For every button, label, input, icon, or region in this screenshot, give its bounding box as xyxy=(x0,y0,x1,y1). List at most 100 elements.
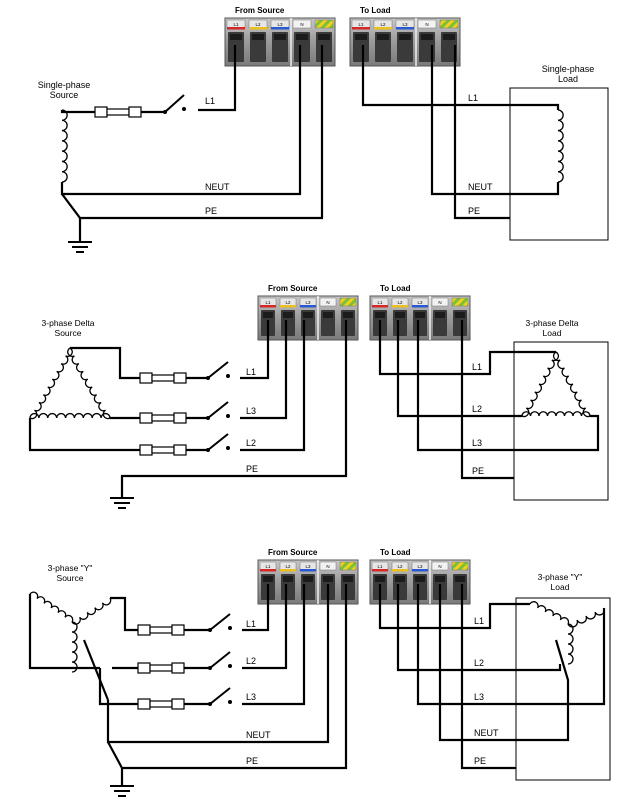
terminal-tag-label: L3 xyxy=(305,564,311,569)
terminal-tag-label: L1 xyxy=(265,564,271,569)
wire-l3 xyxy=(242,584,306,706)
terminal-screw xyxy=(323,576,333,582)
terminal-color-band xyxy=(412,305,428,308)
fuse xyxy=(137,698,185,710)
wire-load-l3 xyxy=(416,584,606,706)
fuse xyxy=(137,662,185,674)
terminal-tag-label: N xyxy=(326,300,329,305)
ground-symbol xyxy=(110,785,134,797)
terminal-tag xyxy=(314,19,334,29)
coil-winding xyxy=(29,347,73,420)
wire-l1 xyxy=(242,584,270,632)
terminal-color-band xyxy=(227,27,245,30)
terminal-tag-label: L3 xyxy=(402,22,408,27)
wire-label-neut: NEUT xyxy=(468,182,493,192)
wire-load-l1 xyxy=(378,584,530,630)
load-enclosure xyxy=(515,597,611,781)
fuse-cap xyxy=(94,106,108,118)
ground-symbol xyxy=(68,241,92,253)
terminal-tag xyxy=(451,561,469,571)
wire-pe xyxy=(107,584,348,770)
wire-label-l3: L3 xyxy=(246,406,256,416)
terminal-screw xyxy=(395,312,405,318)
terminal-tag-label: N xyxy=(326,564,329,569)
terminal-tag xyxy=(439,19,459,29)
terminal-tag-label: L2 xyxy=(285,300,291,305)
terminal-tag-label: L3 xyxy=(277,22,283,27)
terminal-color-band xyxy=(396,27,414,30)
switch xyxy=(206,361,230,380)
terminal-tag-label: L2 xyxy=(380,22,386,27)
terminal-color-band xyxy=(260,569,276,572)
terminal-tag-label: N xyxy=(300,22,303,27)
terminal-tag xyxy=(319,297,337,307)
wye-winding-load xyxy=(529,601,606,665)
switch-blade xyxy=(207,361,229,379)
wire-label-pe: PE xyxy=(205,206,217,216)
wire-neut xyxy=(106,584,330,744)
wire-l2 xyxy=(240,320,306,452)
fuse xyxy=(94,106,142,118)
fuse-cap xyxy=(171,698,185,710)
terminal-color-band xyxy=(280,305,296,308)
coil-winding xyxy=(67,347,111,420)
wire-l3 xyxy=(240,320,288,420)
terminal-tag-label: L3 xyxy=(305,300,311,305)
terminal-color-band xyxy=(374,27,392,30)
wire-label-neut: NEUT xyxy=(205,182,230,192)
coil-winding xyxy=(71,621,78,673)
switch xyxy=(206,433,230,452)
source-label: Source xyxy=(50,90,79,100)
fuse-cap xyxy=(173,412,187,424)
terminal-screw xyxy=(318,34,330,40)
switch-contact xyxy=(228,700,232,704)
fuse xyxy=(139,372,187,384)
coil-winding xyxy=(567,607,606,628)
terminal-tag-label: L1 xyxy=(233,22,239,27)
wire-label-l3: L3 xyxy=(474,692,484,702)
ground-symbol xyxy=(110,497,134,509)
wire-label-l2: L2 xyxy=(472,404,482,414)
terminal-color-band xyxy=(392,569,408,572)
wire-label-l2: L2 xyxy=(474,658,484,668)
terminal-tag xyxy=(451,297,469,307)
terminal-screw xyxy=(421,34,433,40)
terminal-screw xyxy=(399,34,411,40)
terminal-screw xyxy=(252,34,264,40)
terminal-tag xyxy=(292,19,312,29)
wire-load-l1 xyxy=(361,45,560,110)
terminal-screw xyxy=(415,312,425,318)
wire-load-l2 xyxy=(396,584,562,672)
wire-label-pe: PE xyxy=(468,206,480,216)
terminal-screw xyxy=(435,312,445,318)
coil-winding xyxy=(521,351,560,418)
terminal-tag-label: L2 xyxy=(397,300,403,305)
terminal-color-band xyxy=(271,27,289,30)
wire-l2-source xyxy=(28,418,140,452)
terminal-tag-label: N xyxy=(438,564,441,569)
fuse xyxy=(139,444,187,456)
wire-label-l1: L1 xyxy=(246,367,256,377)
wire-label-pe: PE xyxy=(246,464,258,474)
load-label: Load xyxy=(551,582,570,592)
fuse-cap xyxy=(137,662,151,674)
fuse-body xyxy=(151,374,175,382)
wire-load-l3 xyxy=(416,320,600,452)
coil-winding xyxy=(567,623,574,665)
source-label: Source xyxy=(57,573,84,583)
terminal-color-band xyxy=(249,27,267,30)
wire-l1-source xyxy=(110,596,138,632)
terminal-tag xyxy=(339,561,357,571)
terminal-tag-label: L1 xyxy=(358,22,364,27)
load-label: Load xyxy=(543,328,562,338)
terminal-tag-label: L2 xyxy=(285,564,291,569)
switch-blade xyxy=(209,687,231,705)
load-label: 3-phase Delta xyxy=(526,318,579,328)
switch-blade xyxy=(209,651,231,669)
terminal-color-band xyxy=(392,305,408,308)
terminal-screw xyxy=(263,576,273,582)
wire-load-pe xyxy=(460,320,514,480)
